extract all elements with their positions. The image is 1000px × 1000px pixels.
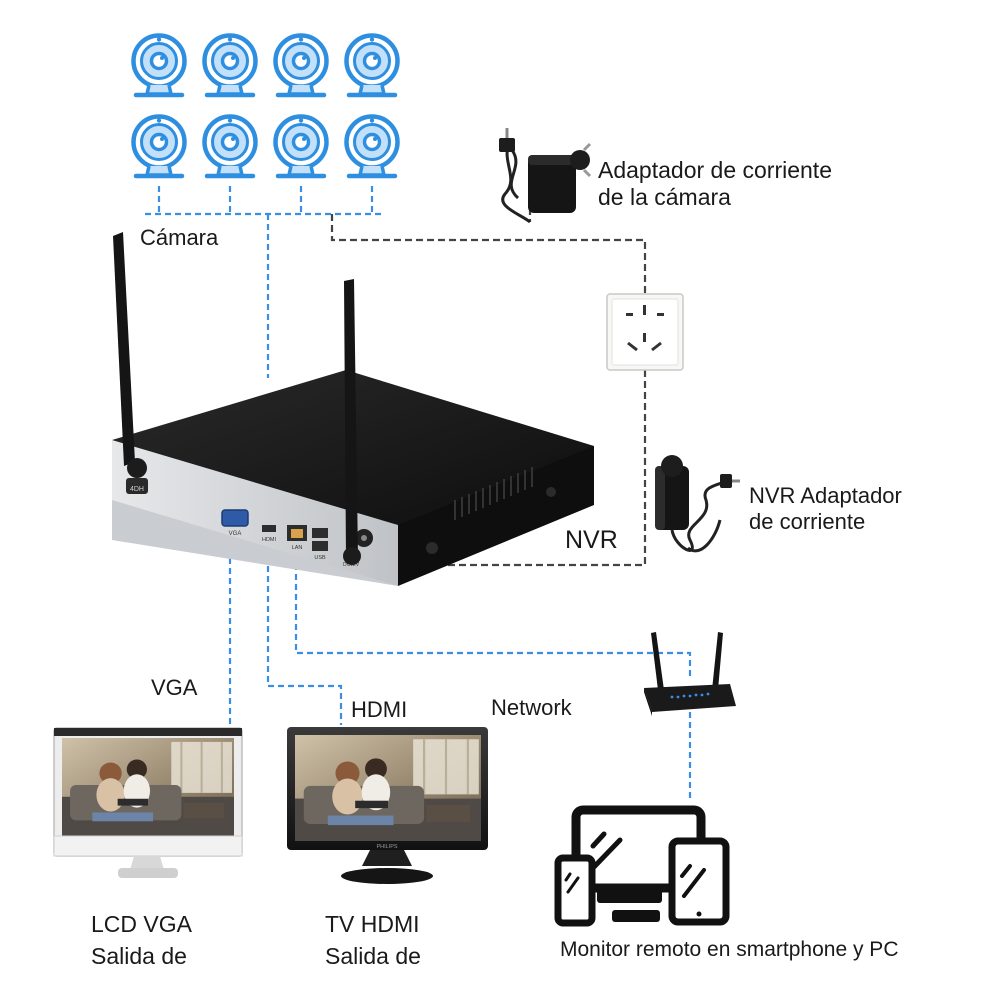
camera-icon xyxy=(347,36,398,96)
remote-devices-icon xyxy=(554,805,730,927)
camera-adapter-label-line1: Adaptador de corriente xyxy=(598,157,832,183)
vga-port xyxy=(221,509,249,527)
camera-icon xyxy=(276,117,327,177)
hdmi-label: HDMI xyxy=(351,697,408,722)
tv-output-label-line2: Salida de xyxy=(325,943,421,969)
camera-icon xyxy=(347,117,398,177)
power-port-label: DC12V xyxy=(343,562,360,568)
hdmi-port xyxy=(262,525,276,532)
lan-port-label: LAN xyxy=(292,545,303,551)
remote-monitor-label: Monitor remoto en smartphone y PC xyxy=(560,938,899,961)
usb-port-label: USB xyxy=(314,555,326,561)
antenna xyxy=(343,279,361,565)
nvr-adapter-label-line2: de corriente xyxy=(749,509,866,534)
lcd-monitor-icon xyxy=(53,727,243,878)
lcd-output-label-line1: LCD VGA xyxy=(91,911,192,937)
power-adapter-icon xyxy=(655,455,740,553)
nvr-recorder: VGA HDMI LAN USB DC12V 4DH xyxy=(112,232,594,586)
vga-port-label: VGA xyxy=(229,531,242,537)
usb-port xyxy=(312,541,328,551)
antenna-tag: 4DH xyxy=(130,486,144,493)
camera-group xyxy=(134,36,398,177)
smartphone-icon xyxy=(554,854,596,927)
tablet-icon xyxy=(668,837,730,926)
power-adapter-icon xyxy=(499,128,592,224)
vga-label: VGA xyxy=(151,675,198,700)
hdmi-port-label: HDMI xyxy=(262,537,277,543)
camera-icon xyxy=(134,36,185,96)
camera-icon xyxy=(205,117,256,177)
antenna: 4DH xyxy=(113,232,148,494)
camera-adapter-label-line2: de la cámara xyxy=(598,184,731,210)
nvr-label: NVR xyxy=(565,526,618,554)
wall-socket-icon xyxy=(606,293,684,371)
tv-output-label-line1: TV HDMI xyxy=(325,911,420,937)
tv-brand: PHILIPS xyxy=(376,844,397,850)
camera-icon xyxy=(205,36,256,96)
camera-icon xyxy=(276,36,327,96)
nvr-adapter-label-line1: NVR Adaptador xyxy=(749,483,902,508)
network-label: Network xyxy=(491,695,572,720)
tv-monitor-icon: PHILIPS xyxy=(287,727,488,884)
camera-wireless-links xyxy=(145,186,384,378)
router-icon xyxy=(644,632,736,716)
camera-label: Cámara xyxy=(140,225,219,250)
camera-icon xyxy=(134,117,185,177)
usb-port xyxy=(312,528,328,538)
output-wiring xyxy=(228,538,692,800)
lcd-output-label-line2: Salida de xyxy=(91,943,187,969)
